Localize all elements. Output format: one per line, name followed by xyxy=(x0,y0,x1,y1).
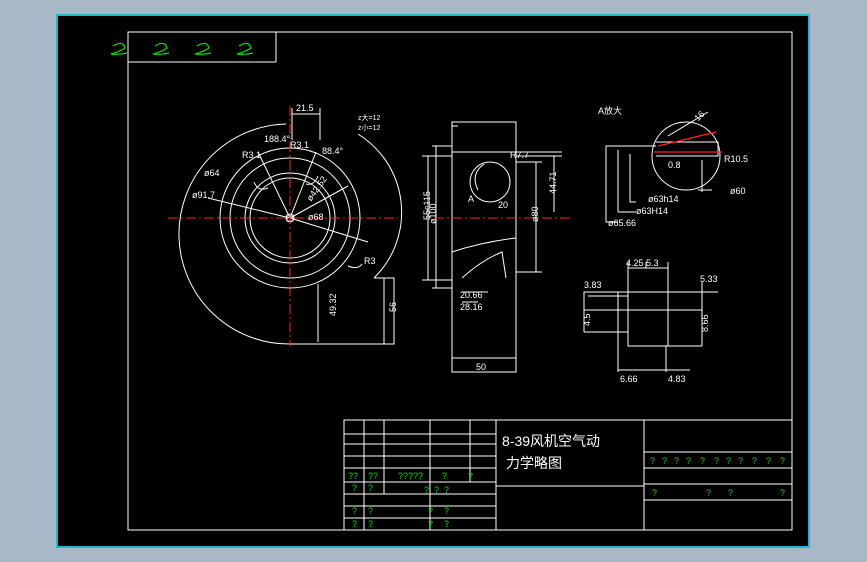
tb-right-9: ? xyxy=(752,456,757,466)
dim-4-83: 4.83 xyxy=(668,374,686,384)
dim-r3-1-b: R3.1 xyxy=(290,140,309,150)
dim-r3: R3 xyxy=(364,256,376,266)
tb-r2-c5: ? xyxy=(444,485,449,495)
dim-dia-100: ø100 xyxy=(428,203,438,224)
dim-5-3: 5.3 xyxy=(646,258,659,268)
detail-a-title: A放大 xyxy=(598,105,622,116)
tb-r2-c4: ? xyxy=(434,485,439,495)
dim-4-5: 4.5 xyxy=(582,313,592,326)
section-view xyxy=(422,121,562,373)
dim-dia-63h14-b: ø63H14 xyxy=(636,206,668,216)
tb-r1-c4: ? xyxy=(442,471,447,481)
dim-55c115: 55c115 xyxy=(422,191,432,220)
dim-r7-7: R7.7 xyxy=(510,150,529,160)
dim-dia-60: ø60 xyxy=(730,186,746,196)
dim-20-66: 20.66 xyxy=(460,290,483,300)
title-block xyxy=(343,419,793,531)
dim-28-16: 28.16 xyxy=(460,302,483,312)
revision-box xyxy=(110,32,277,63)
tb-right-7: ? xyxy=(726,456,731,466)
tb-right-6: ? xyxy=(714,456,719,466)
dim-dia-65-66: ø65.66 xyxy=(608,218,636,228)
dim-3-83: 3.83 xyxy=(584,280,602,290)
dim-20: 20 xyxy=(498,200,508,210)
tb-right-b3: ? xyxy=(728,488,733,498)
detail-a-redline-2 xyxy=(657,131,717,147)
tb-r3-c4: ? xyxy=(444,506,449,516)
tb-r2-c2: ? xyxy=(368,483,373,493)
dim-16: 16 xyxy=(692,109,706,123)
volute-centerlines xyxy=(168,106,398,346)
tb-r4-c1: ? xyxy=(352,519,357,529)
dim-r3-1-a: R3.1 xyxy=(242,150,261,160)
inner-border xyxy=(127,31,793,531)
dim-56: 56 xyxy=(388,302,398,312)
dim-angle-188-4: 188.4° xyxy=(264,134,291,144)
tb-r1-c3: ????? xyxy=(398,471,423,481)
tb-r2-c1: ? xyxy=(352,483,357,493)
z-big-label: z大=12 xyxy=(358,113,380,122)
detail-a-view xyxy=(605,111,721,223)
tb-r3-c2: ? xyxy=(368,506,373,516)
dim-49-32: 49.32 xyxy=(328,293,338,316)
dim-dia-68: ø68 xyxy=(308,212,324,222)
tb-r4-c4: ? xyxy=(444,519,449,529)
tb-right-b2: ? xyxy=(706,488,711,498)
tb-right-2: ? xyxy=(662,456,667,466)
tb-right-10: ? xyxy=(766,456,771,466)
tb-right-8: ? xyxy=(738,456,743,466)
cad-drawing: 21.5 188.4° 88.4° R3.1 R3.1 ø64 ø91.7 ø4… xyxy=(110,31,793,531)
dim-dia-80: ø80 xyxy=(530,206,540,222)
section-label-a: A xyxy=(468,194,474,204)
dim-r10-5: R10.5 xyxy=(724,154,748,164)
tb-right-4: ? xyxy=(686,456,691,466)
tb-r4-c2: ? xyxy=(368,519,373,529)
drawing-title-line2: 力学略图 xyxy=(506,455,562,471)
cross-section-view xyxy=(583,262,718,372)
tb-r3-c1: ? xyxy=(352,506,357,516)
tb-right-1: ? xyxy=(650,456,655,466)
tb-r2-c3: ? xyxy=(424,485,429,495)
tb-right-3: ? xyxy=(674,456,679,466)
tb-right-b1: ? xyxy=(652,488,657,498)
dim-dia-64: ø64 xyxy=(204,168,220,178)
tb-r1-c1: ?? xyxy=(348,471,358,481)
drawing-title-line1: 8-39风机空气动 xyxy=(502,433,600,449)
z-small-label: z小=12 xyxy=(358,123,380,132)
tb-r4-c3: ? xyxy=(428,519,433,529)
tb-r3-c3: ? xyxy=(428,506,433,516)
dim-21-5: 21.5 xyxy=(296,103,314,113)
tb-right-5: ? xyxy=(700,456,705,466)
dim-dia-91-7: ø91.7 xyxy=(192,190,215,200)
dim-50: 50 xyxy=(476,362,486,372)
tb-r1-c5: ? xyxy=(468,471,473,481)
drawing-frame: 21.5 188.4° 88.4° R3.1 R3.1 ø64 ø91.7 ø4… xyxy=(56,14,810,548)
dim-8-66: 8.66 xyxy=(700,314,710,332)
dim-dia-63h14-a: ø63h14 xyxy=(648,194,679,204)
dim-5-33: 5.33 xyxy=(700,274,718,284)
dim-44-71: 44.71 xyxy=(548,171,558,194)
tb-right-11: ? xyxy=(780,456,785,466)
title-block-placeholders: ?? ?? ????? ? ? ? ? ? ? ? ? ? ? ? ? ? ? … xyxy=(348,456,785,529)
dim-4-25: 4.25 xyxy=(626,258,644,268)
dim-angle-88-4: 88.4° xyxy=(322,146,344,156)
tb-right-b4: ? xyxy=(780,488,785,498)
tb-r1-c2: ?? xyxy=(368,471,378,481)
dim-6-66: 6.66 xyxy=(620,374,638,384)
dim-0-8: 0.8 xyxy=(668,160,681,170)
